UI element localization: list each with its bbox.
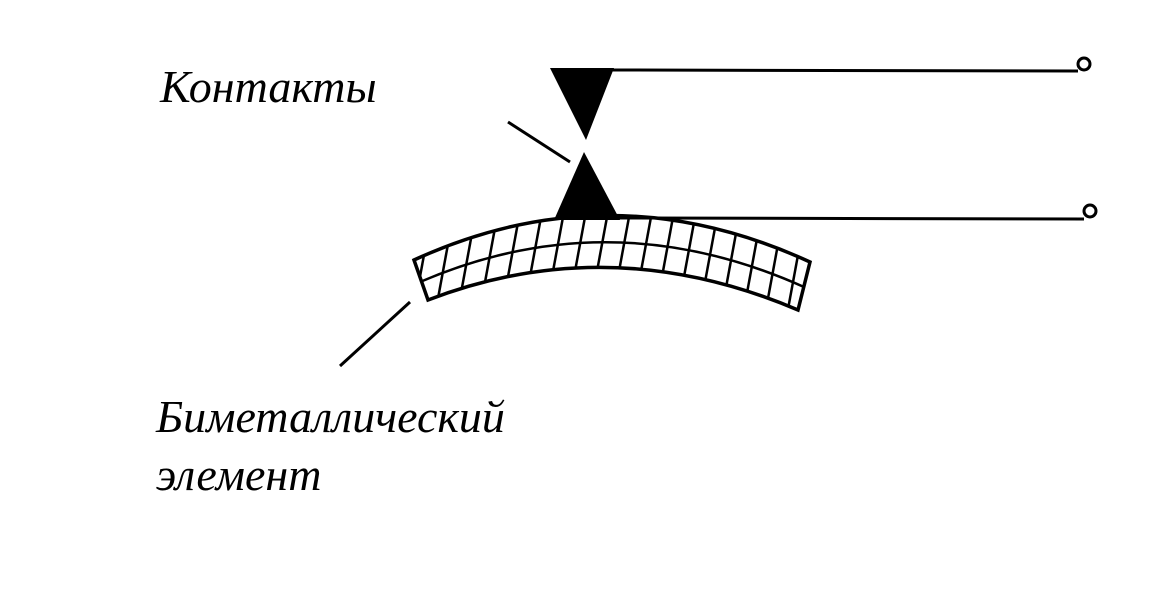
hatch-line [806, 215, 810, 310]
contacts-leader-line [507, 120, 571, 164]
upper-contact [550, 68, 614, 140]
hatch-line [454, 215, 482, 310]
contacts-label: Контакты [160, 61, 377, 112]
lower-wire [617, 216, 1085, 221]
upper-wire [611, 68, 1079, 73]
hatch-line [432, 215, 460, 310]
bimetal-leader-line [338, 300, 412, 368]
hatch-line [630, 215, 658, 310]
bimetal-label-line1: Биметаллический [156, 391, 505, 442]
hatch-line [520, 215, 548, 310]
hatch-line [674, 215, 702, 310]
hatch-line [718, 215, 746, 310]
lower-contact [554, 152, 620, 220]
lower-terminal [1082, 203, 1098, 219]
hatch-line [740, 215, 768, 310]
hatch-line [414, 215, 416, 310]
hatch-line [696, 215, 724, 310]
hatch-line [652, 215, 680, 310]
upper-terminal [1076, 56, 1092, 72]
bimetal-label-line2: элемент [156, 449, 322, 500]
